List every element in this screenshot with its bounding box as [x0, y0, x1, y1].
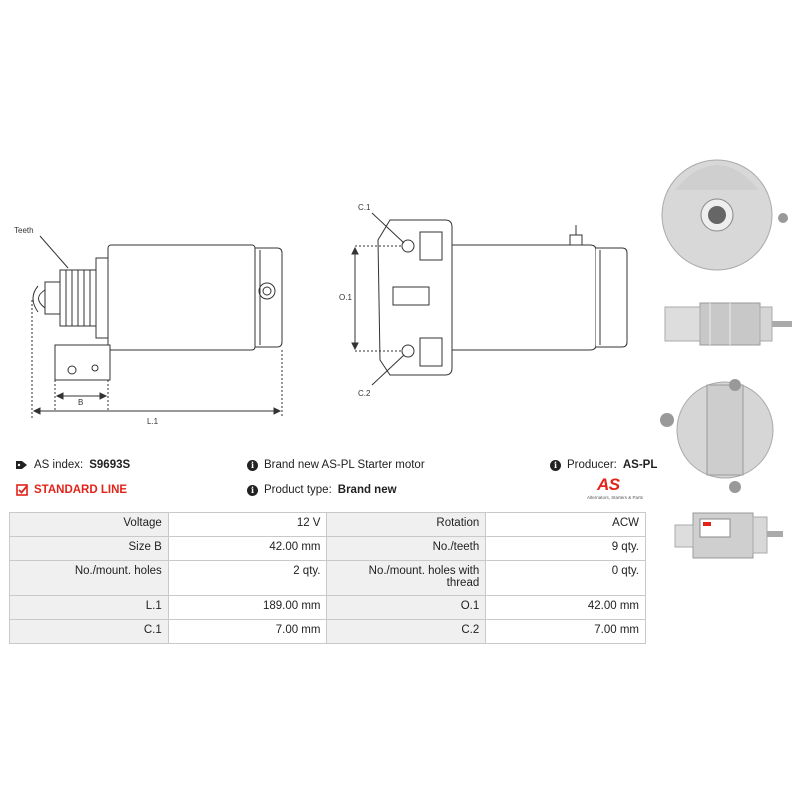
spec-value: 42.00 mm — [167, 536, 328, 561]
product-type-value: Brand new — [337, 484, 397, 496]
spec-value: 9 qty. — [485, 536, 646, 561]
o1-dim-label: O.1 — [339, 293, 352, 302]
info-icon: i — [550, 459, 561, 471]
spec-label: Size B — [9, 536, 169, 561]
logo-subtitle: Alternators, Starters & Parts — [587, 495, 644, 500]
photo-labelled-side-view — [674, 512, 783, 559]
spec-value: 189.00 mm — [167, 595, 328, 620]
table-row: Voltage 12 V Rotation ACW — [9, 512, 646, 537]
spec-value: 42.00 mm — [485, 595, 646, 620]
standard-line-label: STANDARD LINE — [34, 484, 128, 496]
photo-rear-view — [660, 379, 774, 493]
table-row: C.1 7.00 mm C.2 7.00 mm — [9, 619, 646, 644]
side-view-drawing — [31, 235, 283, 418]
technical-drawings: Teeth B L.1 C.1 O.1 C.2 — [14, 203, 628, 426]
logo-mark: AS — [597, 475, 620, 494]
spec-label: No./teeth — [326, 536, 487, 561]
checkbox-icon — [16, 484, 28, 496]
info-icon: i — [247, 484, 258, 496]
product-type-line: i Product type: Brand new — [247, 484, 397, 496]
spec-label: Voltage — [9, 512, 169, 537]
spec-label: C.2 — [326, 619, 487, 644]
b-dim-label: B — [78, 398, 83, 407]
specifications-table: Voltage 12 V Rotation ACW Size B 42.00 m… — [9, 512, 646, 644]
spec-value: 0 qty. — [485, 560, 646, 596]
as-index-line: AS index: S9693S — [16, 459, 130, 471]
spec-value: 7.00 mm — [167, 619, 328, 644]
spec-label: Rotation — [326, 512, 487, 537]
spec-label: O.1 — [326, 595, 487, 620]
table-row: No./mount. holes 2 qty. No./mount. holes… — [9, 560, 646, 596]
spec-label: C.1 — [9, 619, 169, 644]
tag-icon — [16, 461, 27, 469]
product-type-prefix: Product type: — [264, 484, 332, 496]
teeth-label: Teeth — [14, 226, 34, 235]
description-line: i Brand new AS-PL Starter motor — [247, 459, 425, 471]
producer-prefix: Producer: — [567, 459, 617, 471]
spec-value: 2 qty. — [167, 560, 328, 596]
producer-value: AS-PL — [622, 459, 658, 471]
product-photos — [660, 159, 792, 559]
spec-label: No./mount. holes with thread — [326, 560, 487, 596]
photo-front-view — [661, 159, 788, 271]
l1-dim-label: L.1 — [147, 417, 159, 426]
table-row: L.1 189.00 mm O.1 42.00 mm — [9, 595, 646, 620]
as-index-value: S9693S — [89, 459, 131, 471]
spec-value: 7.00 mm — [485, 619, 646, 644]
product-description: Brand new AS-PL Starter motor — [264, 459, 425, 471]
c1-dim-label: C.1 — [358, 203, 371, 212]
standard-line: STANDARD LINE — [16, 484, 127, 496]
spec-value: 12 V — [167, 512, 328, 537]
as-index-prefix: AS index: — [34, 459, 84, 471]
spec-label: No./mount. holes — [9, 560, 169, 596]
as-pl-logo: AS Alternators, Starters & Parts — [583, 475, 653, 503]
producer-line: i Producer: AS-PL — [550, 459, 657, 471]
info-icon: i — [247, 459, 258, 471]
table-row: Size B 42.00 mm No./teeth 9 qty. — [9, 536, 646, 561]
spec-value: ACW — [485, 512, 646, 537]
flange-view-drawing — [351, 212, 628, 386]
spec-label: L.1 — [9, 595, 169, 620]
photo-side-view — [664, 302, 792, 346]
c2-dim-label: C.2 — [358, 389, 371, 398]
